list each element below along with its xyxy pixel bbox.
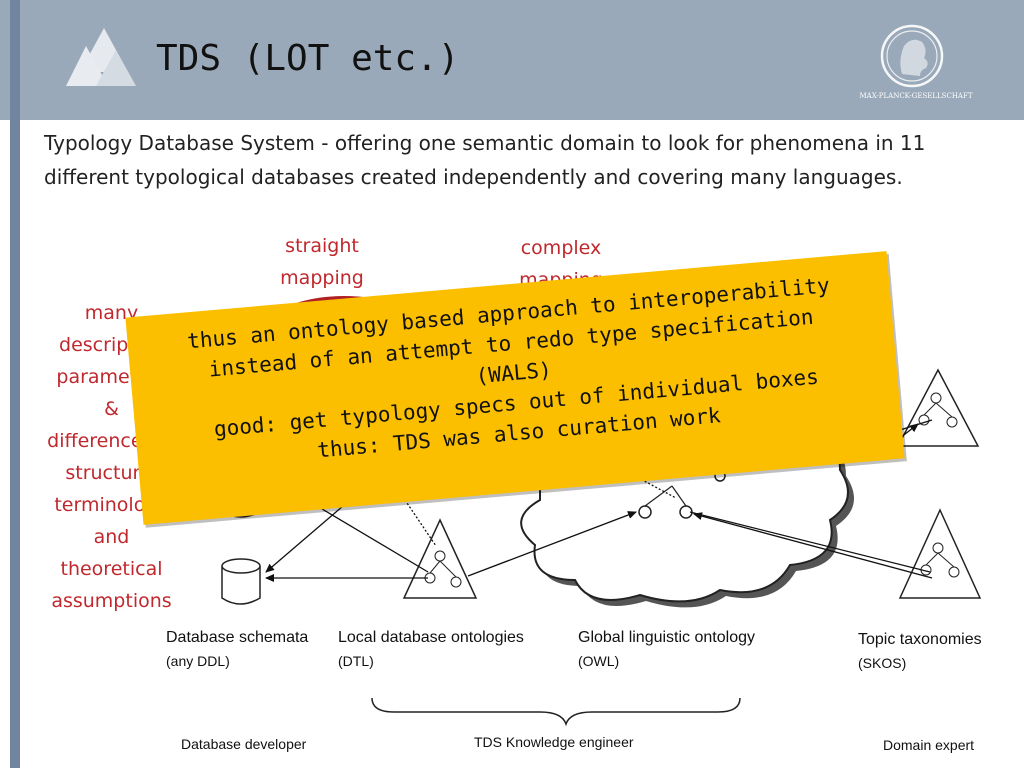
straight-mapping-label: straight mapping xyxy=(262,230,382,294)
complex-line-1: complex xyxy=(520,237,602,259)
caption-local-ontologies: Local database ontologies xyxy=(338,629,524,646)
triangles-logo-icon xyxy=(66,28,136,86)
max-planck-logo-icon: MAX-PLANCK-GESELLSCHAFT xyxy=(859,24,973,100)
caption-topic-taxonomies: Topic taxonomies xyxy=(858,631,982,648)
side-line: terminology xyxy=(54,494,169,516)
side-line: many xyxy=(84,302,139,324)
left-stripe xyxy=(10,0,20,768)
topic-taxonomy-triangle xyxy=(896,368,980,447)
header-band xyxy=(0,0,1024,120)
topic-taxonomy-triangle xyxy=(898,508,982,599)
intro-paragraph: Typology Database System - offering one … xyxy=(44,131,926,189)
role-domain-expert: Domain expert xyxy=(883,737,975,753)
role-database-developer: Database developer xyxy=(181,736,307,752)
caption-database-schemata: Database schemata xyxy=(166,629,309,646)
side-line: & xyxy=(104,398,119,420)
caption-global-ontology-sub: (OWL) xyxy=(578,653,620,669)
straight-line-2: mapping xyxy=(280,267,364,289)
caption-database-schemata-sub: (any DDL) xyxy=(166,653,230,669)
slide-title: TDS (LOT etc.) xyxy=(156,38,460,79)
logo-wordmark: MAX-PLANCK-GESELLSCHAFT xyxy=(859,92,972,100)
role-knowledge-engineer: TDS Knowledge engineer xyxy=(474,734,634,750)
local-ontology-triangle xyxy=(402,518,478,599)
side-line: and xyxy=(93,526,130,548)
caption-topic-taxonomies-sub: (SKOS) xyxy=(858,655,907,671)
roles-brace xyxy=(371,697,741,727)
straight-line-1: straight xyxy=(285,235,359,257)
caption-local-ontologies-sub: (DTL) xyxy=(338,653,374,669)
database-cylinder xyxy=(221,558,261,605)
side-line: assumptions xyxy=(51,590,172,612)
side-annotation: many descriptive parameters & difference… xyxy=(30,297,193,617)
side-line: theoretical xyxy=(60,558,163,580)
side-line: structure, xyxy=(65,462,158,484)
caption-global-ontology: Global linguistic ontology xyxy=(578,629,755,646)
